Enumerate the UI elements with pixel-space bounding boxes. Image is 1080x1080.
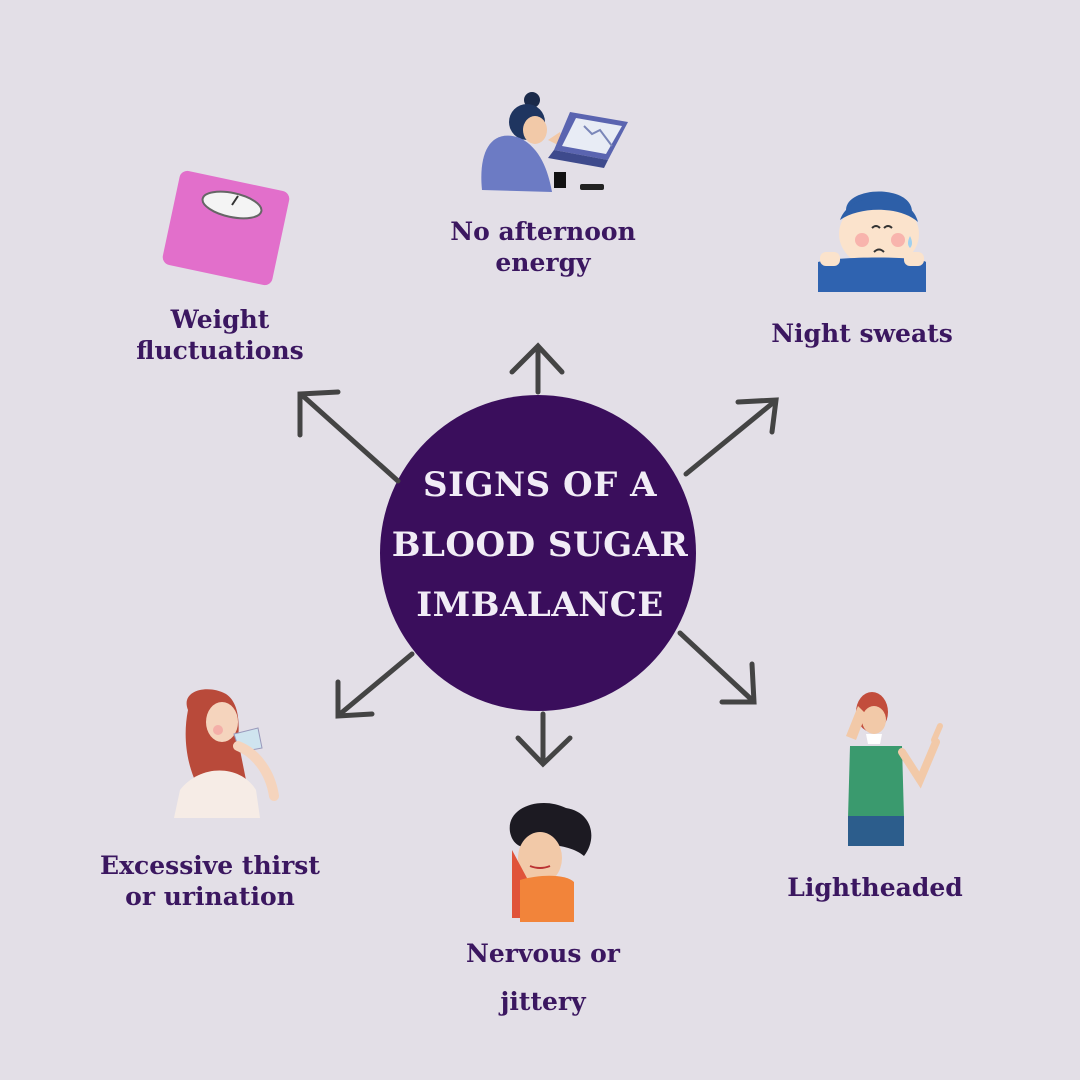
label-line: jittery: [500, 987, 586, 1016]
center-circle: [380, 395, 696, 711]
label-no-afternoon-energy: No afternoon energy: [430, 216, 656, 278]
arrow-sweats: [683, 397, 779, 477]
label-line: energy: [495, 248, 591, 277]
arrow-lightheaded: [677, 630, 757, 705]
label-line: Lightheaded: [787, 873, 963, 902]
bathroom-scale-icon: [162, 170, 290, 286]
label-excessive-thirst: Excessive thirst or urination: [82, 850, 338, 912]
arrow-weight: [297, 389, 401, 484]
title-line-2: BLOOD SUGAR: [391, 525, 689, 565]
label-weight-fluctuations: Weight fluctuations: [120, 304, 320, 366]
dizzy-person-icon: [846, 692, 943, 846]
label-line: Nervous or: [466, 939, 620, 968]
sweating-in-bed-icon: [818, 191, 926, 292]
label-night-sweats: Night sweats: [762, 318, 962, 349]
drinking-water-icon: [174, 689, 279, 818]
label-line: No afternoon: [450, 217, 636, 246]
center-title: SIGNS OF A BLOOD SUGAR IMBALANCE: [380, 455, 700, 635]
label-nervous-or-jittery: Nervous or jittery: [446, 930, 640, 1026]
label-line: Night sweats: [771, 319, 953, 348]
label-line: Excessive thirst: [100, 851, 320, 880]
label-line: or urination: [125, 882, 295, 911]
nervous-person-icon: [509, 802, 592, 922]
label-line: Weight: [170, 305, 270, 334]
label-lightheaded: Lightheaded: [772, 872, 978, 903]
title-line-3: IMBALANCE: [416, 585, 664, 625]
label-line: fluctuations: [136, 336, 304, 365]
arrow-thirst: [335, 651, 415, 719]
title-line-1: SIGNS OF A: [423, 465, 657, 505]
arrow-nervous: [515, 711, 573, 768]
arrow-energy: [509, 342, 565, 395]
tired-at-laptop-icon: [481, 92, 628, 192]
